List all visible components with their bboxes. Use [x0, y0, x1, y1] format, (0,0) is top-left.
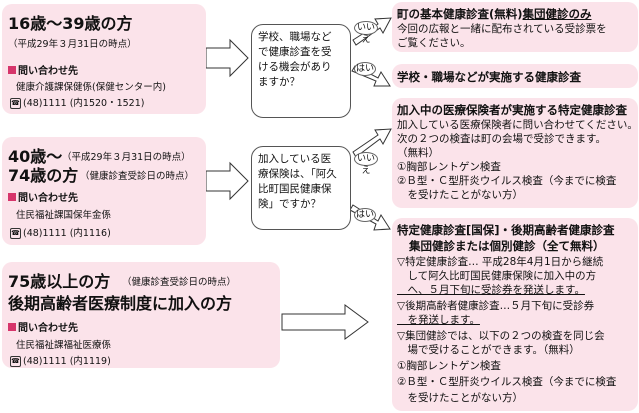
answer-no-2: いいえ	[354, 152, 378, 176]
group3-dept: 住民福祉課福祉医療係	[16, 340, 112, 351]
group1-dept: 健康介護課保健係(保健センター内)	[16, 82, 166, 93]
group2-date1: （平成29年３月31日の時点）	[62, 152, 191, 163]
answer-no-1: いいえ	[354, 21, 378, 45]
group3-phone: ☎(48)1111 (内1119)	[10, 356, 111, 367]
result4-line: へ、５月下旬に受診券を発送します。	[397, 284, 585, 296]
result3-box	[392, 98, 638, 208]
result4-title: 特定健康診査[国保]・後期高齢者健康診査	[397, 223, 615, 237]
result4-box	[392, 218, 638, 411]
result3-line: 加入している医療保険者に問い合わせてください。	[397, 119, 638, 131]
group2-date2: （健康診査受診日の時点）	[80, 171, 195, 182]
group2-contact-label: 問い合わせ先	[8, 189, 78, 204]
question2-line: 険」ですか？	[258, 198, 321, 210]
group3-box	[2, 262, 280, 368]
group2-dept: 住民福祉課国保年金係	[16, 210, 112, 221]
result2-title: 学校・職場などが実施する健康診査	[397, 70, 581, 84]
group3-title2: 後期高齢者医療制度に加入の方	[8, 294, 233, 313]
question2-line: 比町国民健康保	[258, 183, 332, 195]
question1-box	[251, 24, 351, 118]
square-icon	[8, 193, 16, 201]
result2-box	[392, 64, 638, 88]
group3-title1: 75歳以上の方	[8, 272, 111, 291]
question1-line: ますか？	[258, 76, 300, 88]
group2-phone: ☎(48)1111 (内1116)	[10, 228, 111, 239]
result1-box	[392, 2, 638, 52]
result4-line: 場で受けることができます。（無料）	[397, 344, 580, 356]
arrow-group1	[205, 38, 249, 78]
answer-yes-2: はい	[354, 208, 376, 222]
group1-box	[2, 4, 206, 114]
group1-contact-label: 問い合わせ先	[8, 62, 78, 77]
result1-title: 町の基本健康診査(無料)集団健診のみ	[397, 7, 592, 21]
result4-subtitle: 集団健診または個別健診（全て無料）	[409, 239, 605, 253]
arrow-group3	[281, 304, 369, 340]
group2-box	[2, 137, 206, 245]
result4-line: して阿久比町国民健康保険に加入中の方	[397, 270, 597, 282]
result3-line: ②Ｂ型・Ｃ型肝炎ウイルス検査（今までに検査	[397, 175, 617, 187]
result4-line: ①胸部レントゲン検査	[397, 360, 501, 372]
question1-line: 学校、職場など	[258, 31, 332, 43]
result1-line: 今回の広報と一緒に配布されている受診票を	[397, 23, 607, 35]
result4-line: ▽特定健康診査… 平成28年4月1日から継続	[397, 256, 604, 268]
result4-line: ②Ｂ型・Ｃ型肝炎ウイルス検査（今までに検査	[397, 376, 617, 388]
result1-line: ご覧ください。	[397, 37, 471, 49]
square-icon	[8, 66, 16, 74]
question1-line: で健康診査を受	[258, 46, 332, 58]
group2-title2: 74歳の方	[8, 166, 79, 185]
group1-phone: ☎(48)1111 (内1520・1521)	[10, 98, 145, 109]
result4-line: を発送します。	[397, 314, 480, 326]
group3-contact-label: 問い合わせ先	[8, 319, 78, 334]
group3-date1: （健康診査受診日の時点）	[122, 277, 237, 288]
question2-line: 療保険は、「阿久	[258, 168, 337, 180]
result4-line: ▽集団健診では、以下の２つの検査を同じ会	[397, 330, 605, 342]
square-icon	[8, 323, 16, 331]
group1-title: 16歳～39歳の方	[8, 14, 133, 33]
result3-line: ①胸部レントゲン検査	[397, 161, 501, 173]
result3-title: 加入中の医療保険者が実施する特定健康診査	[397, 103, 627, 117]
result3-line: 次の２つの検査は町の会場で受診できます。	[397, 133, 606, 145]
arrow-group2	[205, 161, 249, 201]
result3-line: （無料）	[397, 147, 439, 159]
group1-date: （平成29年３月31日の時点）	[8, 39, 137, 50]
group2-title1: 40歳～	[8, 147, 63, 166]
phone-icon: ☎	[10, 228, 21, 239]
answer-yes-1: はい	[354, 62, 376, 76]
question1-line: ける機会があり	[258, 61, 332, 73]
phone-icon: ☎	[10, 356, 21, 367]
phone-icon: ☎	[10, 98, 21, 109]
result4-line: ▽後期高齢者健康診査…５月下旬に受診券	[397, 300, 595, 312]
question2-box	[251, 146, 351, 230]
result3-line: を受けたことがない方）	[397, 189, 523, 201]
result4-line: を受けたことがない方）	[397, 392, 523, 404]
question2-line: 加入している医	[258, 153, 332, 165]
